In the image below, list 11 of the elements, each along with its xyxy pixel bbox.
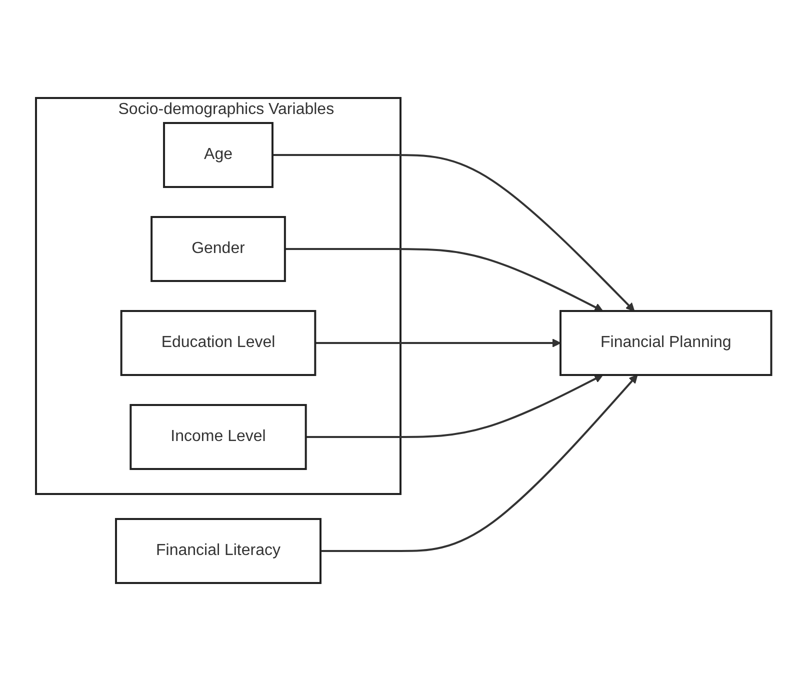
node-box: Age [162,122,274,188]
arrow [320,374,638,552]
arrow [284,248,604,311]
node-box: Education Level [120,310,316,376]
arrow [306,374,604,438]
arrow [272,154,635,311]
node-box: Gender [150,216,286,282]
node-box: Financial Planning [559,310,772,376]
node-box: Income Level [130,404,307,470]
node-box: Financial Literacy [114,518,322,584]
arrow [315,338,561,347]
